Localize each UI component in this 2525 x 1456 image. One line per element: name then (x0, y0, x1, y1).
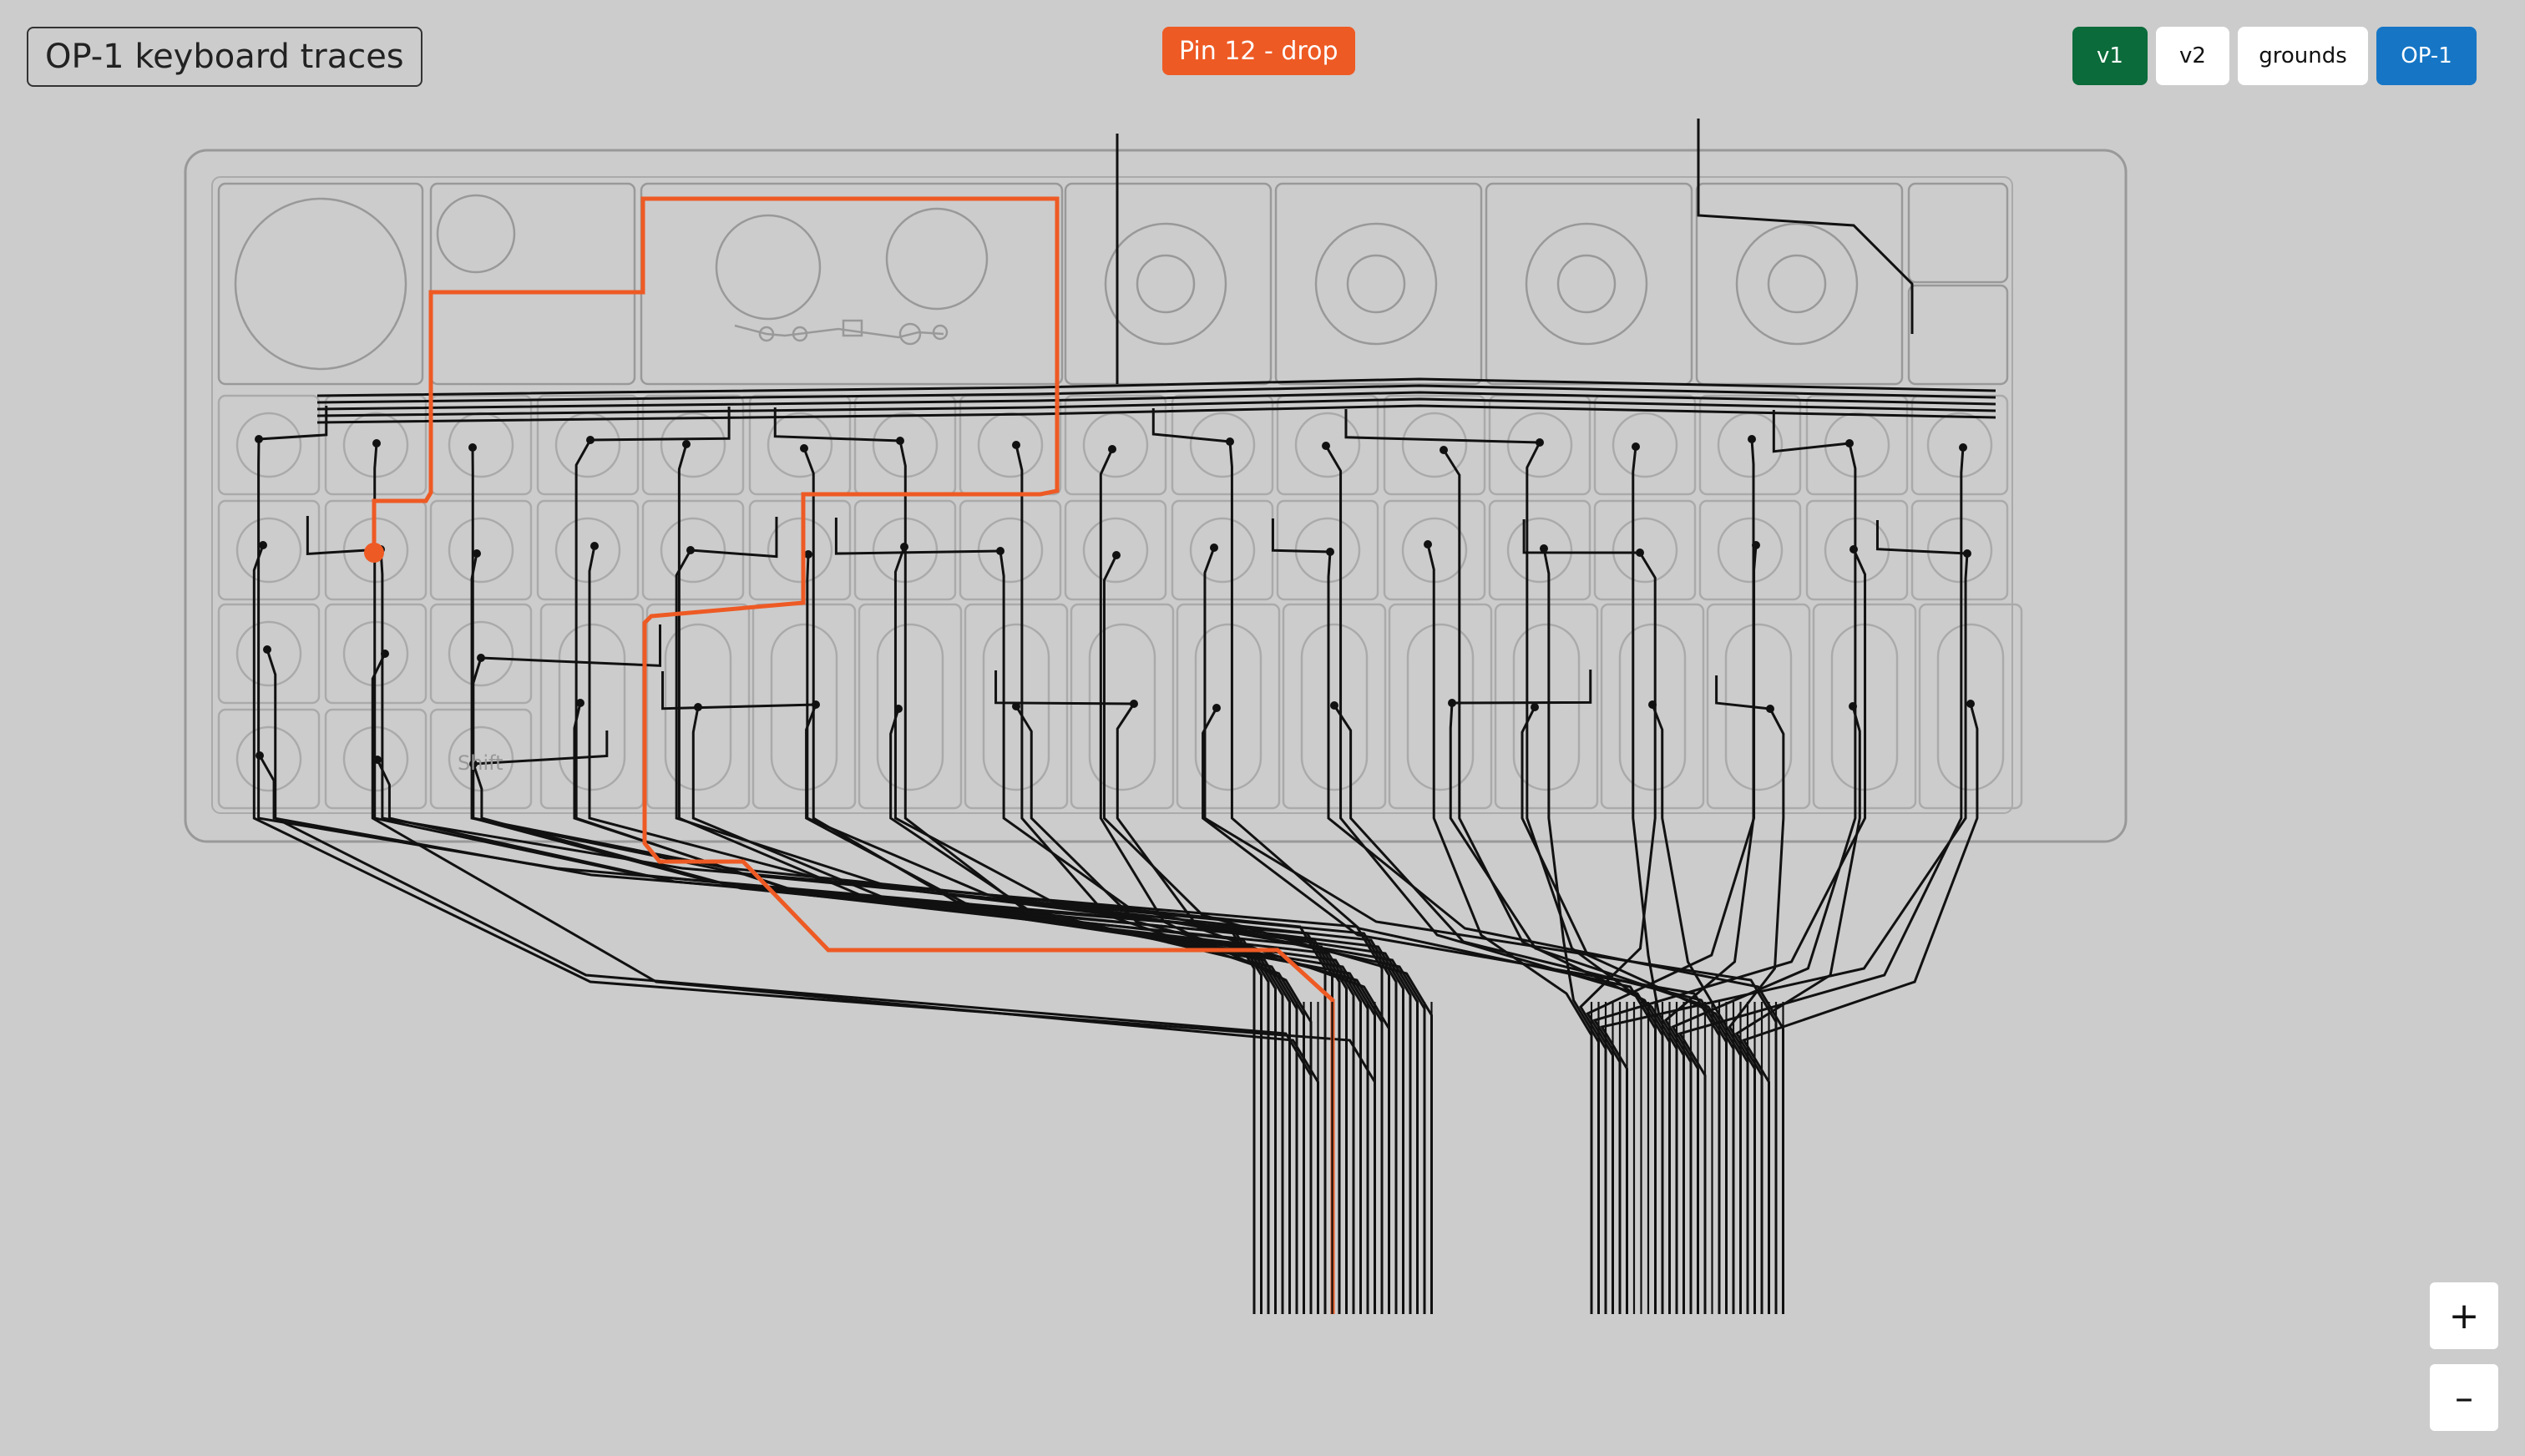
key (1171, 499, 1274, 601)
highlight-contact (364, 543, 384, 563)
keyboard-frame (211, 176, 2013, 814)
tape-reel-right (885, 207, 989, 311)
trace (379, 549, 1384, 1314)
key (429, 394, 533, 496)
trace (473, 731, 609, 766)
trace (1600, 553, 1969, 1314)
encoder-orange (1735, 222, 1859, 346)
trace (573, 702, 1355, 1314)
trace (471, 447, 1270, 1314)
trace (316, 397, 1996, 417)
encoder-blue (1104, 222, 1227, 346)
trace (661, 671, 817, 710)
piano-key (1494, 603, 1599, 810)
v2-button[interactable]: v2 (2156, 27, 2229, 85)
trace (306, 516, 382, 556)
piano-key (1070, 603, 1175, 810)
key (1910, 499, 2009, 601)
key (217, 603, 321, 705)
trace (802, 447, 1291, 1314)
trace (1271, 518, 1331, 554)
trace (574, 439, 1277, 1314)
encoder-green (1314, 222, 1438, 346)
tape-reel-left (715, 214, 822, 321)
zoom-out-button[interactable]: – (2430, 1364, 2498, 1431)
piano-key (1388, 603, 1493, 810)
key (536, 499, 640, 601)
key (217, 708, 321, 810)
trace (472, 763, 1348, 1314)
trace (258, 755, 1333, 1314)
encoder-white (1525, 222, 1648, 346)
page-title: OP-1 keyboard traces (27, 27, 423, 87)
piano-key (1176, 603, 1281, 810)
trace (1451, 670, 1592, 705)
trace (1697, 119, 1914, 334)
trace (371, 653, 1319, 1314)
trace (677, 443, 1284, 1314)
trace (588, 545, 1398, 1314)
key (429, 499, 533, 601)
zoom-in-button[interactable]: + (2430, 1282, 2498, 1349)
ribbon-connectors (1252, 1002, 1784, 1314)
piano-key (1918, 603, 2023, 810)
key (1488, 499, 1591, 601)
mic-circle (436, 194, 516, 274)
trace (1715, 675, 1771, 710)
speaker-circle (234, 197, 407, 371)
key-legend-shift: Shift (458, 751, 503, 775)
piano-key (1706, 603, 1811, 810)
trace (1592, 549, 1867, 1314)
key (959, 394, 1062, 496)
v1-button[interactable]: v1 (2072, 27, 2148, 85)
key (1805, 394, 1909, 496)
encoder-row (1064, 182, 2009, 386)
key (1276, 394, 1379, 496)
key (1593, 499, 1697, 601)
trace-paths (252, 119, 1996, 1314)
trace (675, 549, 1404, 1314)
device-outline (184, 149, 2128, 843)
piano-key (858, 603, 963, 810)
key (748, 499, 852, 601)
top-panel (217, 182, 1064, 386)
trace (480, 624, 662, 667)
key (217, 499, 321, 601)
trace (1875, 520, 1968, 555)
trace (1333, 705, 1728, 1314)
trace (1772, 410, 1850, 453)
trace (316, 384, 1996, 404)
version-toolbar: v1 v2 grounds OP-1 (2072, 27, 2477, 85)
trace (1151, 408, 1231, 443)
key (1698, 499, 1802, 601)
piano-key (1282, 603, 1387, 810)
trace (1677, 447, 1965, 1314)
key-grid (217, 394, 2023, 810)
grounds-button[interactable]: grounds (2238, 27, 2368, 85)
trace (994, 670, 1135, 705)
trace (316, 377, 1996, 397)
trace (1522, 519, 1641, 554)
key (429, 603, 533, 705)
key (217, 394, 321, 496)
active-pin-badge: Pin 12 - drop (1162, 27, 1355, 75)
trace (1344, 409, 1541, 444)
highlighted-trace (372, 196, 1335, 1314)
key (1383, 394, 1486, 496)
trace (316, 391, 1996, 411)
trace (690, 517, 778, 559)
key (1064, 499, 1167, 601)
trace (316, 404, 1996, 424)
piano-key (539, 603, 645, 810)
op1-button[interactable]: OP-1 (2376, 27, 2477, 85)
trace (376, 759, 1341, 1314)
trace (834, 518, 1001, 555)
